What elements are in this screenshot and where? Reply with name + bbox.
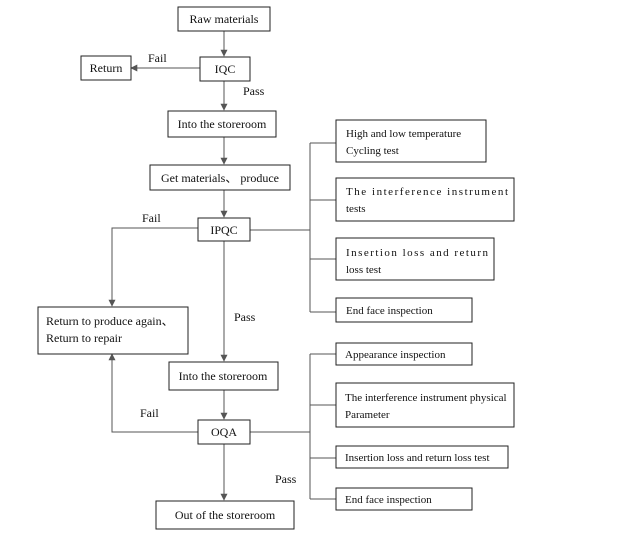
node-raw-materials: Raw materials	[177, 6, 271, 32]
node-return-produce: Return to produce again、 Return to repai…	[37, 306, 189, 355]
oqa-test-2-line-2: Parameter	[345, 409, 390, 421]
node-return-produce-line-2: Return to repair	[46, 331, 122, 345]
ipqc-test-1: High and low temperature Cycling test	[335, 119, 487, 163]
node-oqa-label: OQA	[211, 425, 237, 439]
node-iqc-label: IQC	[215, 62, 236, 76]
oqa-test-2: The interference instrument physical Par…	[335, 382, 515, 428]
arrow-oqa-fail	[108, 353, 198, 433]
ipqc-test-3-line-1: Insertion loss and return	[346, 247, 489, 259]
edge-label-iqc-fail: Fail	[148, 51, 167, 65]
oqa-test-4: End face inspection	[335, 487, 473, 511]
ipqc-test-2-line-1: The interference instrument	[346, 186, 508, 198]
node-out-storeroom: Out of the storeroom	[155, 500, 295, 530]
node-return-label: Return	[90, 61, 123, 75]
connectors	[108, 31, 336, 501]
edge-label-oqa-pass: Pass	[275, 472, 297, 486]
node-into-storeroom-1: Into the storeroom	[167, 110, 277, 138]
node-oqa: OQA	[197, 419, 251, 445]
node-into-storeroom-2: Into the storeroom	[168, 361, 279, 391]
node-return-produce-line-1: Return to produce again、	[46, 314, 174, 328]
oqa-test-4-line-1: End face inspection	[345, 494, 432, 506]
node-into-storeroom-1-label: Into the storeroom	[178, 117, 267, 131]
node-raw-materials-label: Raw materials	[190, 12, 259, 26]
node-iqc: IQC	[199, 56, 251, 82]
node-get-materials: Get materials、 produce	[149, 164, 291, 191]
node-get-materials-label: Get materials、 produce	[161, 171, 279, 185]
edge-label-ipqc-pass: Pass	[234, 310, 256, 324]
ipqc-test-1-line-1: High and low temperature	[346, 128, 461, 140]
oqa-test-1-line-1: Appearance inspection	[345, 349, 446, 361]
ipqc-test-3-line-2: loss test	[346, 264, 381, 276]
edge-label-ipqc-fail: Fail	[142, 211, 161, 225]
oqa-test-3: Insertion loss and return loss test	[335, 445, 509, 469]
arrow-ipqc-fail	[108, 227, 198, 307]
node-ipqc-label: IPQC	[210, 223, 237, 237]
node-return: Return	[80, 55, 132, 81]
ipqc-test-4: End face inspection	[335, 297, 473, 323]
ipqc-test-1-line-2: Cycling test	[346, 145, 399, 157]
edge-label-oqa-fail: Fail	[140, 406, 159, 420]
ipqc-test-2-line-2: tests	[346, 203, 366, 215]
node-out-storeroom-label: Out of the storeroom	[175, 508, 276, 522]
node-into-storeroom-2-label: Into the storeroom	[179, 369, 268, 383]
node-ipqc: IPQC	[197, 217, 251, 242]
ipqc-test-3: Insertion loss and return loss test	[335, 237, 495, 281]
edge-label-iqc-pass: Pass	[243, 84, 265, 98]
ipqc-test-4-line-1: End face inspection	[346, 305, 433, 317]
oqa-test-3-line-1: Insertion loss and return loss test	[345, 452, 490, 464]
ipqc-test-2: The interference instrument tests	[335, 177, 515, 222]
oqa-test-1: Appearance inspection	[335, 342, 473, 366]
oqa-test-2-line-1: The interference instrument physical	[345, 392, 507, 404]
